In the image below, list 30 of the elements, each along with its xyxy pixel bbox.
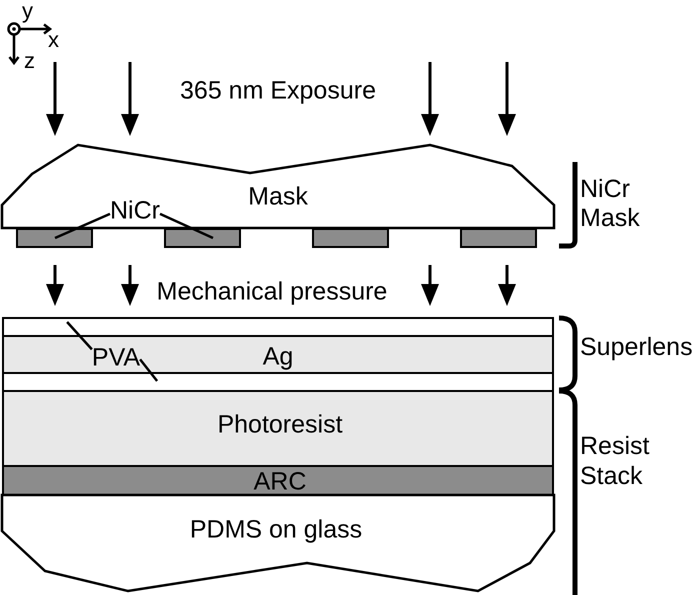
leader-line [54,212,110,240]
spacer-layer [2,317,554,337]
metal-pad [460,228,537,248]
metal-pad [312,228,389,248]
leader-line [66,321,93,350]
process-label: 365 nm Exposure [180,76,376,106]
layer-label: Ag [262,342,294,372]
metal-layer [2,335,554,374]
axis-label: z [24,50,35,72]
layer-label: Mask [248,182,308,212]
leader-line [139,358,158,382]
layer-label: PDMS on glass [190,516,362,544]
bracket-label: Resist Stack [580,431,650,491]
substrate-block [0,493,556,593]
process-label: Mechanical pressure [156,278,388,306]
coating-layer [2,465,554,497]
axis-label: y [22,0,33,22]
resist-layer [2,390,554,467]
axis-label: x [48,29,59,51]
layer-label: Photoresist [217,410,343,440]
layer-label: ARC [254,468,306,496]
leader-line [159,212,214,240]
metal-pad [164,228,241,248]
material-label: PVA [92,344,140,372]
spacer-layer [2,372,554,392]
metal-pad [16,228,93,248]
mask-plate [0,143,556,230]
bracket-label: NiCr Mask [580,175,640,232]
bracket-label: Superlens [580,333,693,362]
material-label: NiCr [110,196,160,226]
